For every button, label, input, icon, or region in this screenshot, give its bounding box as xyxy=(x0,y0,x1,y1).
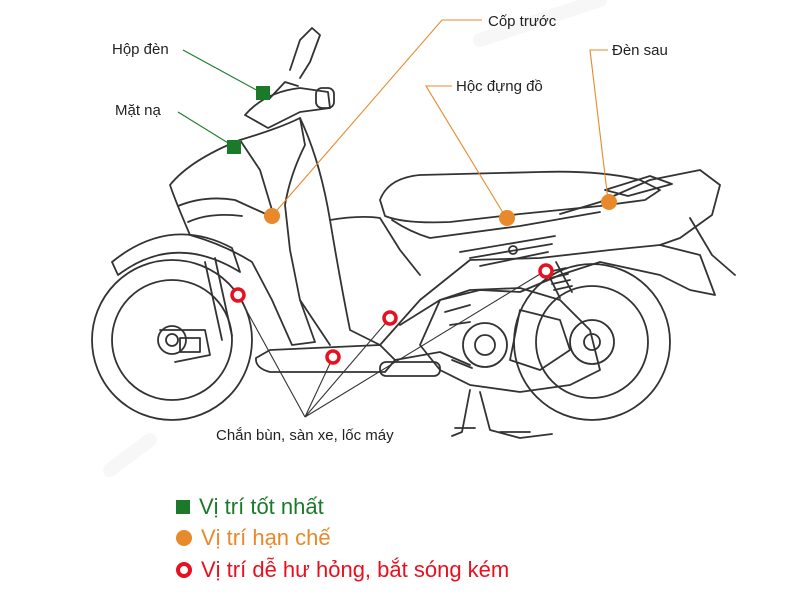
legend-item-weak: Vị trí dễ hư hỏng, bắt sóng kém xyxy=(176,557,509,583)
label-mat-na: Mặt nạ xyxy=(115,102,162,119)
legend-label-limited: Vị trí hạn chế xyxy=(201,525,331,550)
leader-lines xyxy=(177,19,609,418)
engine-block xyxy=(379,287,601,393)
weak-marker-engine xyxy=(538,263,554,279)
scooter-line-drawing xyxy=(91,27,736,439)
limited-marker-storage xyxy=(499,210,515,226)
legend-label-weak: Vị trí dễ hư hỏng, bắt sóng kém xyxy=(201,557,510,582)
label-cop-truoc: Cốp trước xyxy=(488,13,557,30)
label-hoc-dung-do: Hộc đựng đồ xyxy=(456,78,543,95)
rear-wheel xyxy=(513,263,671,421)
best-marker-front-mask xyxy=(227,140,241,154)
legend-square-marker xyxy=(176,500,190,514)
label-den-sau: Đèn sau xyxy=(612,42,668,59)
callout-labels: Hộp đèn Mặt nạ Cốp trước Đèn sau Hộc đựn… xyxy=(112,13,668,444)
label-chan-bun: Chắn bùn, sàn xe, lốc máy xyxy=(216,427,394,444)
legend-item-best: Vị trí tốt nhất xyxy=(176,494,324,520)
watermark xyxy=(103,0,607,477)
legend-label-best: Vị trí tốt nhất xyxy=(199,494,324,519)
legend-ring-marker xyxy=(176,562,192,578)
label-hop-den: Hộp đèn xyxy=(112,41,169,58)
limited-marker-tail-light xyxy=(601,194,617,210)
markers xyxy=(227,86,617,365)
weak-marker-fender xyxy=(230,287,246,303)
limited-marker-front-trunk xyxy=(264,208,280,224)
weak-marker-floor-rear xyxy=(382,310,398,326)
best-marker-light-box xyxy=(256,86,270,100)
weak-marker-floor xyxy=(325,349,341,365)
front-wheel xyxy=(91,259,253,421)
legend-dot-marker xyxy=(176,530,192,546)
legend-item-limited: Vị trí hạn chế xyxy=(176,525,331,551)
